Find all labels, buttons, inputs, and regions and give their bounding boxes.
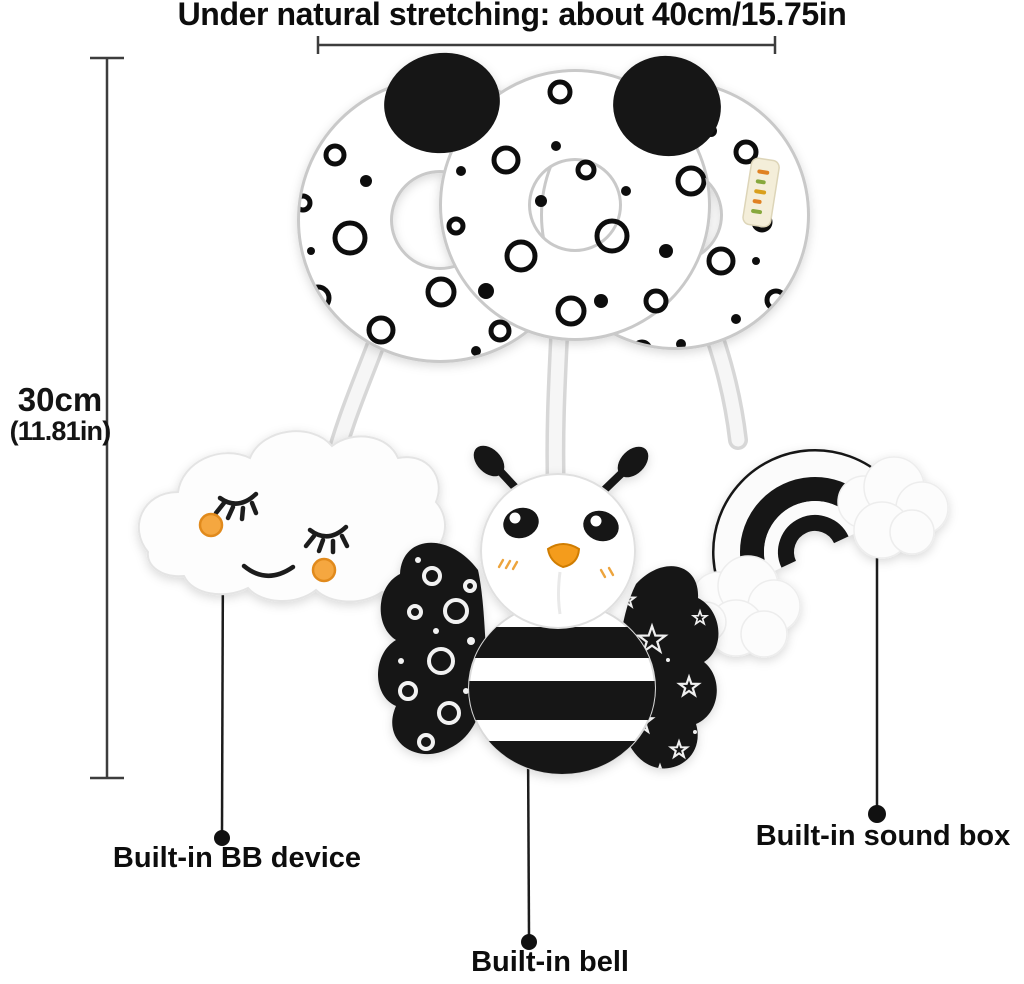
- cloud-cheek-left: [198, 512, 224, 538]
- callout-sound-box-label: Built-in sound box: [755, 820, 1011, 852]
- rainbow-cloud-right: [837, 456, 949, 559]
- spiral-ring-pattern: [293, 60, 788, 361]
- leader-dot-sound-box: [868, 805, 886, 823]
- cloud-cheek-right: [311, 557, 337, 583]
- left-dimension-label: 30cm (11.81in): [0, 381, 120, 447]
- bee-stripes: [469, 627, 655, 774]
- left-dimension-in: (11.81in): [9, 416, 112, 447]
- callout-bell-label: Built-in bell: [471, 946, 629, 978]
- spiral-toy: [293, 52, 810, 363]
- care-tag: [742, 157, 780, 228]
- leader-dot-bb-device: [214, 830, 230, 846]
- leader-bell: [526, 739, 531, 937]
- callout-bb-device-label: Built-in BB device: [112, 842, 362, 874]
- leader-dot-bell: [521, 934, 537, 950]
- spiral-black-end-left: [384, 52, 500, 154]
- cloud-toy: [137, 430, 446, 603]
- cloud-face: [213, 491, 350, 578]
- rainbow-toy: [685, 449, 949, 658]
- top-dimension-label: Under natural stretching: about 40cm/15.…: [177, 0, 847, 32]
- cloud-smile: [241, 563, 296, 578]
- bee-beak: [546, 543, 581, 569]
- left-dimension-cm: 30cm: [17, 381, 103, 418]
- spiral-black-end-right: [613, 55, 721, 157]
- cloud-eye-left: [217, 491, 259, 506]
- cloud-eye-right: [307, 524, 349, 539]
- dimension-annotations: [90, 36, 777, 780]
- bee-toy: [378, 445, 719, 775]
- bee-wing-left: [378, 542, 487, 755]
- bee-cheek-marks: [497, 558, 615, 579]
